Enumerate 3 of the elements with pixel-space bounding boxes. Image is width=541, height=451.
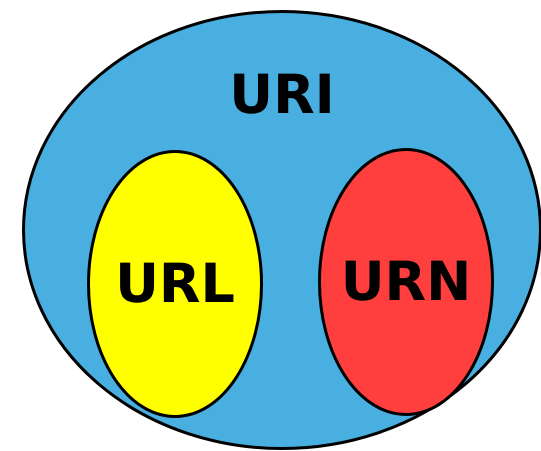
set-label: URL — [115, 252, 235, 315]
set-label: URN — [340, 250, 472, 313]
set-label: URI — [229, 63, 335, 126]
